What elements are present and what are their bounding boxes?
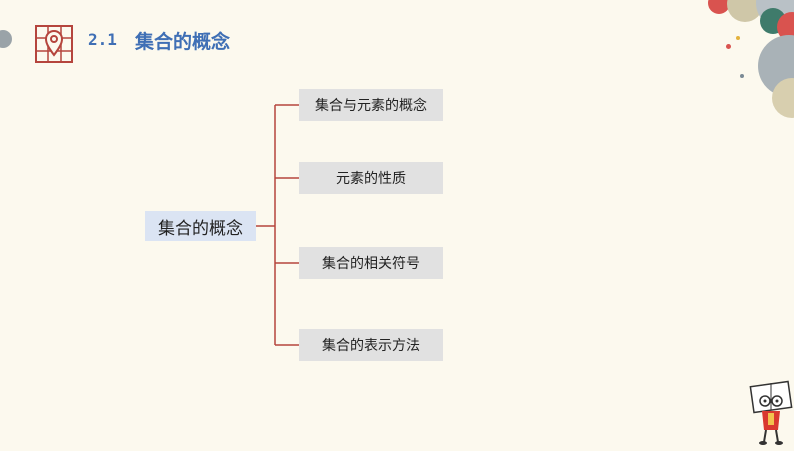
decor-dot-gray bbox=[740, 74, 744, 78]
decor-dot-yellow bbox=[736, 36, 740, 40]
decor-circle-beige-bottom bbox=[772, 78, 794, 118]
decor-circle-gray-left bbox=[0, 30, 12, 48]
mindmap-node-element-properties: 元素的性质 bbox=[299, 162, 443, 194]
mindmap-root-node: 集合的概念 bbox=[145, 211, 256, 241]
mindmap-node-set-representation: 集合的表示方法 bbox=[299, 329, 443, 361]
mindmap-node-set-element-concept: 集合与元素的概念 bbox=[299, 89, 443, 121]
decor-circle-red-big bbox=[777, 12, 794, 42]
reading-mascot-illustration bbox=[748, 380, 794, 447]
section-number: 2.1 bbox=[88, 30, 117, 49]
map-pin-icon bbox=[34, 24, 74, 64]
decor-dot-red bbox=[726, 44, 731, 49]
mindmap-node-set-symbols: 集合的相关符号 bbox=[299, 247, 443, 279]
decor-circle-beige-top bbox=[727, 0, 763, 22]
decor-circle-red-top bbox=[708, 0, 730, 14]
section-title: 集合的概念 bbox=[135, 31, 231, 53]
